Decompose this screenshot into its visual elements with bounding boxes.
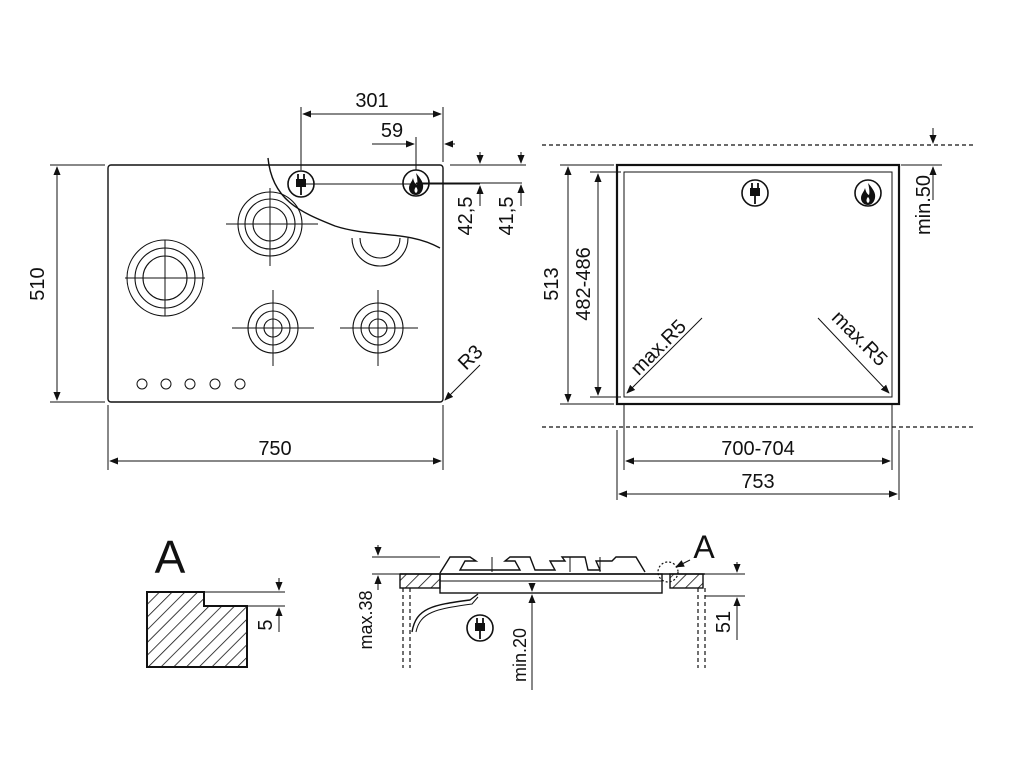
dim-corner-radius: R3 <box>444 341 488 401</box>
dim-height-label: 510 <box>27 267 49 300</box>
dim-gas-depth: 41,5 <box>496 152 525 236</box>
knob <box>160 378 172 390</box>
knob <box>184 378 196 390</box>
dim-corner-radius-label: R3 <box>454 341 488 375</box>
section-view: A max.38 min.20 51 <box>356 529 745 690</box>
dim-height-51-label: 51 <box>713 611 735 633</box>
dim-width-label: 750 <box>258 438 291 460</box>
dim-plug-depth: 42,5 <box>450 152 526 235</box>
pan-supports <box>439 556 646 574</box>
dim-outer-width: 753 <box>616 430 900 500</box>
dim-outer-height: 513 <box>541 164 614 405</box>
dim-inner-width-label: 700-704 <box>721 438 794 460</box>
detail-a: A 5 <box>146 531 285 668</box>
cutout-inner <box>623 171 893 398</box>
dim-min-clearance-label: min.20 <box>510 628 530 682</box>
dim-gas-offset-label: 59 <box>381 120 403 142</box>
plug-icon <box>466 614 494 642</box>
cutout-view: max.R5 max.R5 700-704 753 513 <box>541 128 975 500</box>
dim-step-depth-label: 5 <box>255 619 277 630</box>
dim-height: 510 <box>27 164 105 403</box>
dim-width: 750 <box>107 405 444 470</box>
worktop-right <box>669 573 704 589</box>
detail-a-section <box>146 591 248 668</box>
plug-icon <box>741 179 769 207</box>
hob-top-view: 750 510 301 59 42,5 <box>27 90 526 470</box>
dim-radius-right: max.R5 <box>817 307 891 394</box>
cutaway-curve <box>267 157 441 249</box>
cutout-outer <box>615 163 901 406</box>
dim-outer-height-label: 513 <box>541 267 563 300</box>
dim-outer-width-label: 753 <box>741 471 774 493</box>
hob-outline <box>107 164 444 403</box>
dim-inner-width: 700-704 <box>623 405 893 470</box>
knob <box>136 378 148 390</box>
dim-plug-offset-label: 301 <box>355 90 388 112</box>
dim-max-height-label: max.38 <box>356 590 376 649</box>
control-knobs <box>136 378 246 390</box>
dim-gas-depth-label: 41,5 <box>496 197 518 236</box>
dim-radius-left-label: max.R5 <box>627 316 691 380</box>
dim-gas-offset: 59 <box>372 120 455 170</box>
knob <box>234 378 246 390</box>
flame-icon <box>854 179 882 207</box>
detail-a-title: A <box>155 531 186 583</box>
dim-inner-height-label: 482-486 <box>573 247 595 320</box>
detail-a-marker: A <box>693 529 715 565</box>
worktop-left <box>399 573 441 589</box>
dim-plug-offset: 301 <box>300 90 444 170</box>
burner-front-right <box>340 290 418 366</box>
burner-rear-right <box>351 237 409 267</box>
detail-a-marker-circle <box>657 561 679 583</box>
dim-inner-height: 482-486 <box>573 171 621 398</box>
burner-large-left <box>125 239 205 317</box>
power-cable <box>411 593 479 633</box>
burner-front-center <box>232 290 314 366</box>
dim-rear-clearance-label: min.50 <box>913 175 935 235</box>
dim-rear-clearance: min.50 <box>901 128 942 235</box>
dim-radius-left: max.R5 <box>626 316 703 394</box>
dim-plug-depth-label: 42,5 <box>455 197 477 236</box>
knob <box>209 378 221 390</box>
hob-body-section <box>439 573 663 594</box>
burner-rear-center <box>226 188 318 266</box>
